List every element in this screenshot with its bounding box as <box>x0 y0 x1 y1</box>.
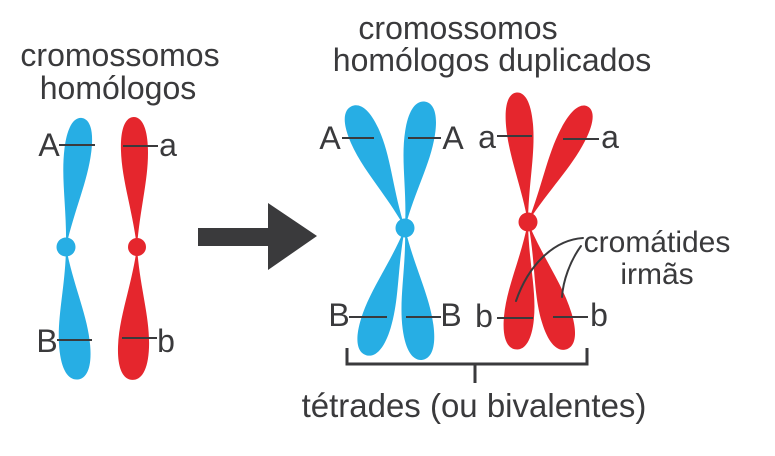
left-red-bottom-arm <box>116 246 153 381</box>
left-blue-chromosome <box>50 116 96 381</box>
tetrad-caption: tétrades (ou bivalentes) <box>302 387 647 424</box>
left-title-line1: cromossomos <box>20 37 219 73</box>
right-title-line1: cromossomos <box>358 10 557 46</box>
right-allele-A-left: A <box>319 120 341 156</box>
duplicated-red-chromosome <box>501 91 600 354</box>
sister-chromatid-pointer-curve-right <box>561 245 582 298</box>
transition-arrow-icon <box>198 203 317 270</box>
dup-blue-centromere <box>395 218 415 238</box>
left-red-chromosome <box>116 116 153 381</box>
right-allele-B-left: B <box>328 297 349 333</box>
left-blue-centromere <box>56 237 76 257</box>
right-allele-a-left: a <box>478 119 496 155</box>
left-allele-B: B <box>36 323 57 359</box>
right-allele-b-right: b <box>590 297 608 333</box>
left-allele-a: a <box>159 127 177 163</box>
left-red-centromere <box>128 238 146 256</box>
left-red-top-arm <box>120 116 151 248</box>
left-allele-b: b <box>157 323 175 359</box>
sister-chromatids-label-line1: cromátides <box>584 226 731 259</box>
left-allele-A: A <box>38 127 60 163</box>
dup-red-centromere <box>518 212 538 232</box>
sister-chromatids-label-line2: irmãs <box>620 258 693 291</box>
left-title-line2: homólogos <box>40 70 197 106</box>
tetrad-bracket <box>345 348 589 383</box>
duplicated-blue-chromosome <box>337 99 440 362</box>
right-allele-a-right: a <box>601 119 619 155</box>
sister-chromatid-pointer-curve-left <box>515 237 584 302</box>
left-blue-bottom-arm <box>50 245 94 381</box>
right-allele-A-right: A <box>442 120 464 156</box>
right-title-line2: homólogos duplicados <box>333 42 651 78</box>
right-allele-b-left: b <box>475 298 493 334</box>
right-allele-B-right: B <box>440 297 461 333</box>
